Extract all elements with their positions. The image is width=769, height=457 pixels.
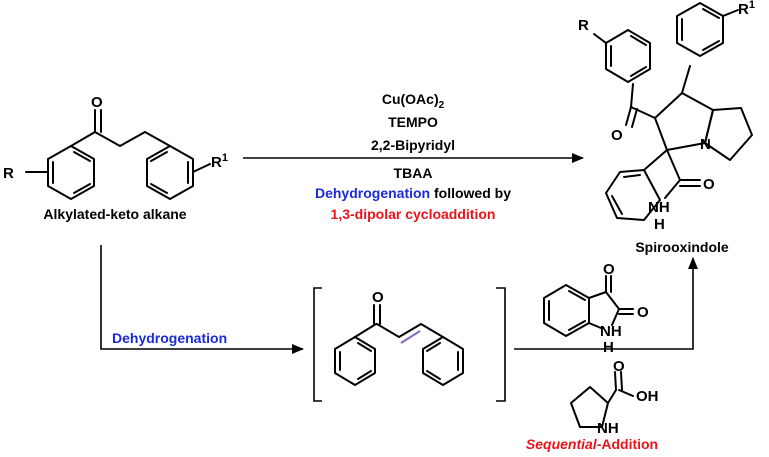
sequential-addition-arrow [514,257,698,350]
addition-text: -Addition [597,436,658,452]
product-r1-superscript: 1 [749,0,755,11]
product-r-label: R [578,17,589,34]
reagent-copper-acetate-sub: 2 [439,100,445,111]
right-bracket [496,287,506,402]
proline-hydroxyl: OH [636,388,659,405]
pyrrolizidine-nitrogen-atom: N [700,136,711,153]
isatin-side-oxygen-atom: O [637,304,649,321]
chalcone-intermediate-structure [334,304,464,386]
benzoyl-oxygen-atom: O [611,127,623,144]
isatin-top-oxygen-atom: O [603,261,615,278]
reagent-bipyridyl: 2,2-Bipyridyl [371,137,455,153]
r1-substituent-label: R1 [211,152,228,171]
lower-pathway-arrow [100,245,304,354]
isatin-structure [543,275,634,337]
sequential-italic-text: Sequential [526,436,598,452]
followed-by-text: followed by [430,185,511,201]
left-bracket [313,287,322,402]
conditions-line-dehydrogenation-followed-by: Dehydrogenation followed by [315,185,511,201]
product-r1-label: R1 [738,0,755,18]
dehydrogenation-blue-text: Dehydrogenation [315,185,430,201]
oxindole-oxygen-atom: O [703,176,715,193]
isatin-nh-atom: NH [600,323,622,340]
starting-material-label: Alkylated-keto alkane [43,206,186,222]
lower-dehydrogenation-label: Dehydrogenation [112,330,227,346]
spirooxindole-structure [593,2,753,221]
sequential-addition-label: Sequential-Addition [526,436,658,452]
chalcone-oxygen-atom: O [372,289,384,306]
reagent-copper-acetate-main: Cu(OAc) [382,91,439,107]
reagent-tbaa: TBAA [394,165,433,181]
cycloaddition-red-text: 1,3-dipolar cycloaddition [331,206,496,222]
r-substituent-label: R [3,165,14,182]
reagent-copper-acetate: Cu(OAc)2 [382,91,445,111]
product-label: Spirooxindole [635,239,729,255]
oxindole-nh-hydrogen: H [654,216,665,233]
proline-carbonyl-oxygen-atom: O [613,358,625,375]
product-r1-main: R [738,1,749,18]
isatin-nh-hydrogen: H [603,339,614,356]
starting-material-structure [25,109,211,200]
r1-superscript: 1 [222,152,228,164]
proline-nh-atom: NH [597,420,619,437]
carbonyl-oxygen-atom: O [91,94,103,111]
r1-main: R [211,154,222,171]
proline-structure [570,371,634,428]
reagent-tempo: TEMPO [388,114,438,130]
oxindole-nh-atom: NH [648,199,670,216]
